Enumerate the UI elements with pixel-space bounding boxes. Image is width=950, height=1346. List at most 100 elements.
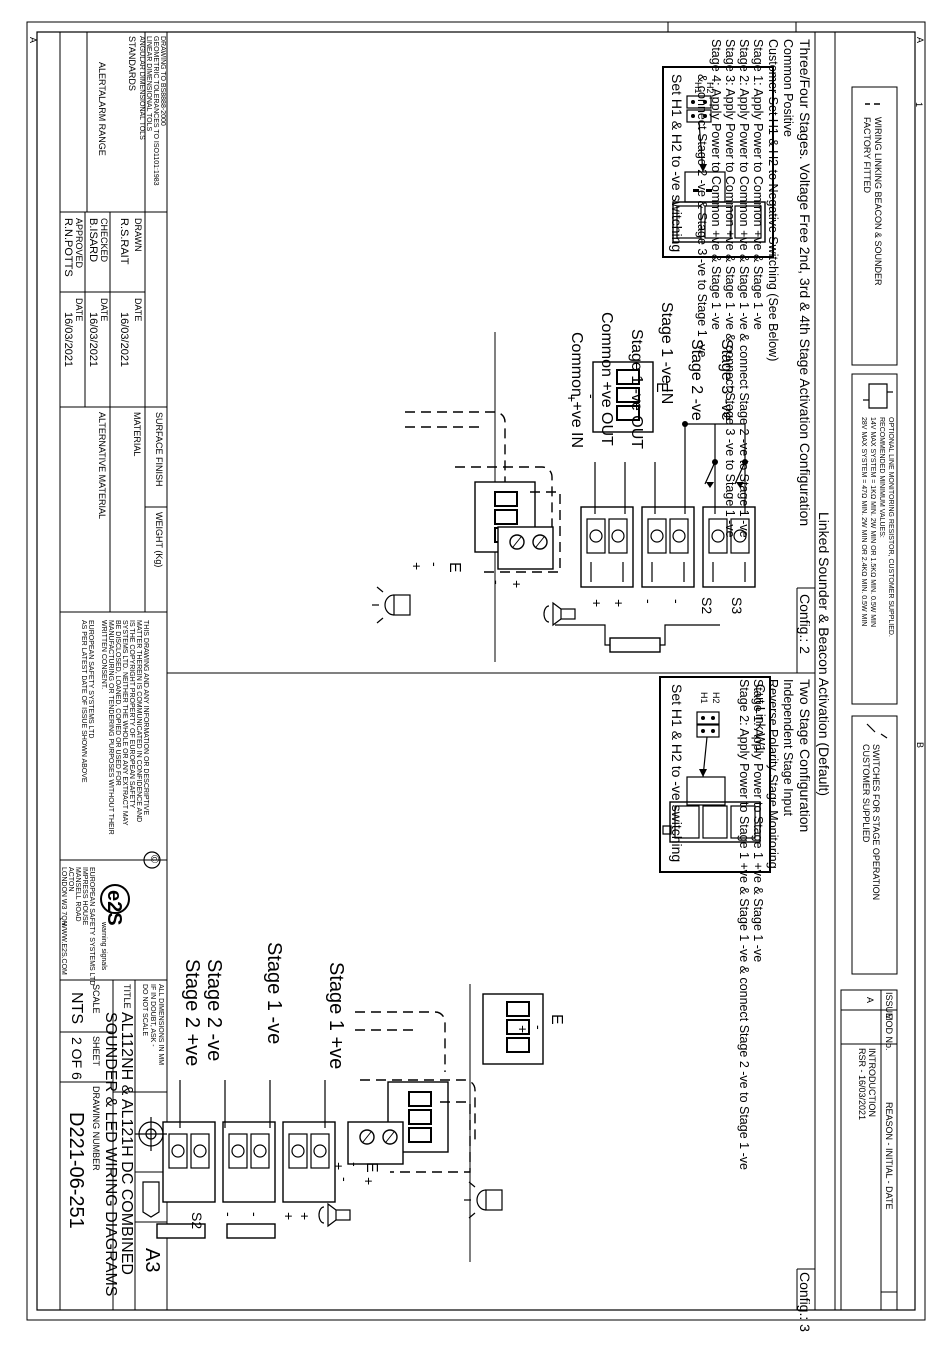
config3-line-1: Independent Stage Input (781, 679, 795, 816)
config3-terminal-stage2-minus: Stage 2 -ve (203, 959, 225, 1062)
copyright-line-3: IS THE COPYRIGHT PROPERTY OF EUROPEAN SA… (128, 620, 135, 809)
config2-plug-pin-minus: - (584, 394, 600, 399)
drawing-title-line-1: AL112NH & AL121H DC COMBINED (118, 1012, 135, 1275)
company-line-2: IMPRESS HOUSE (81, 867, 88, 926)
config2-line-2: Customer Set H1 & H2 to Negative Switchi… (766, 39, 780, 362)
copyright-symbol: © (148, 855, 160, 864)
config3-pin-minus-1: - (247, 1212, 263, 1217)
revision-reason: INTRODUCTION (867, 1048, 877, 1117)
revision-header-reason: REASON - INITIAL - DATE (884, 1102, 894, 1210)
config2-jumper-h1: H1 (693, 82, 703, 94)
config2-line-1: Common Positive (781, 39, 795, 137)
config2-pin-plus-1: + (589, 599, 605, 608)
company-line-3: MANSELL ROAD (74, 867, 81, 922)
checked-date: 16/03/2021 (87, 312, 99, 368)
config2-cable-pin-minus: - (489, 580, 505, 585)
config2-tag: Config.: 2 (797, 594, 813, 654)
config2-jumper-h2: H2 (705, 82, 715, 94)
approved-name: R.N.POTTS (62, 218, 74, 277)
config2-line-3: Stage 1: Apply Power to Common +ve & Sta… (751, 39, 765, 330)
drawn-date-label: DATE (133, 298, 143, 322)
copyright-line-8: EUROPEAN SAFETY SYSTEMS LTD (87, 620, 94, 739)
standards-line-4: ANGULAR DIMENSIONAL TOLS (138, 36, 145, 140)
config3-cable-pin-plus: + (361, 1177, 377, 1186)
config3-plug-pin-e: E (548, 1014, 565, 1025)
config3-pin-plus-1: + (281, 1212, 297, 1221)
checked-date-label: DATE (99, 298, 109, 322)
e2s-logo: e2S (103, 890, 125, 926)
title-label: TITLE (122, 984, 132, 1009)
config3-jumper-title: Set H1 & H2 to -ve switching (669, 684, 685, 863)
config2-pin-s3: S3 (729, 597, 745, 615)
weight-label: WEIGHT (Kg) (154, 512, 164, 568)
copyright-line-5: BE DISCLOSED, LOANED, COPIED OR USED FOR (114, 620, 121, 786)
approved-date: 16/03/2021 (62, 312, 74, 368)
scale-value: NTS (68, 992, 85, 1024)
config2-pin-minus-1: - (641, 599, 657, 604)
config3-title: Two Stage Configuration (797, 679, 813, 833)
config3-terminal-stage1-plus: Stage 1 +ve (325, 962, 347, 1070)
config2-pin-minus-2: - (669, 599, 685, 604)
sheet-value: 2 OF 6 (69, 1037, 85, 1080)
legend-wiring-sub: FACTORY FITTED (862, 117, 872, 194)
config2-terminal-stage2: Stage 2 -ve (688, 339, 705, 421)
legend-resistor-line-2: RECOMMENDED MINIMUM VALUES: (878, 417, 885, 538)
config3-diagram (156, 676, 771, 1239)
standards-line-2: GEOMETRIC TOLERANCES TO ISO1101:1983 (152, 36, 159, 186)
company-line-6: WWW.E2S.COM (60, 922, 67, 975)
drawing-number: D221-06-251 (65, 1112, 87, 1229)
dims-line-2: IF IN DOUBT, ASK - (149, 984, 156, 1047)
standards-line-1: DRAWING TO BS8888-2000 (159, 36, 166, 126)
copyright-line-7: WRITTEN CONSENT. (100, 620, 107, 690)
legend-wiring-label: WIRING LINKING BEACON & SOUNDER (873, 117, 883, 286)
range-label: ALERTALARM RANGE (97, 62, 107, 156)
company-line-4: ACTON (67, 867, 74, 892)
dims-line-3: DO NOT SCALE (141, 984, 148, 1036)
legend-symbols (863, 103, 893, 739)
drawing-number-label: DRAWING NUMBER (91, 1086, 101, 1171)
config3-plug-pin-plus: + (515, 1025, 531, 1034)
config3-line-4: Stage 2: Apply Power to Stage 1 +ve & St… (737, 679, 751, 1170)
approved-date-label: DATE (74, 298, 84, 322)
drawn-date: 16/03/2021 (118, 312, 130, 368)
linework (26, 21, 926, 1321)
rotated-drawing-frame: A B A 1 WIRING LINKING BEACON & SOUNDER … (25, 21, 926, 1332)
config2-beacon-pin-e: E (446, 562, 463, 573)
zone-letter-a-bottom: A (28, 37, 38, 44)
zone-letter-b: B (915, 742, 925, 749)
config3-cut-link: Cut Link W1 (753, 684, 767, 753)
main-title: Linked Sounder & Beacon Activation (Defa… (816, 512, 832, 797)
copyright-line-6: MANUFACTURING OR TENDERING PURPOSES WITH… (107, 620, 114, 835)
config2-pin-plus-2: + (611, 599, 627, 608)
material-label: MATERIAL (132, 412, 142, 457)
config2-line-7: & connect Stage 2 -ve & Stage 3 -ve to S… (695, 74, 709, 358)
config3-beacon-pin-plus: + (331, 1162, 347, 1171)
config3-beacon-pin-e: E (363, 1162, 380, 1173)
legend-switch-sub: CUSTOMER SUPPLIED (861, 744, 871, 843)
config2-plug-pin-plus: + (564, 394, 580, 403)
legend-resistor-line-1: OPTIONAL LINE MONITORING RESISTOR, CUSTO… (887, 417, 894, 637)
company-line-1: EUROPEAN SAFETY SYSTEMS LTD (88, 867, 95, 986)
config3-pin-plus-2: + (297, 1212, 313, 1221)
config3-plug-pin-minus: - (531, 1025, 547, 1030)
config2-title: Three/Four Stages. Voltage Free 2nd, 3rd… (797, 39, 813, 527)
copyright-line-4: SYSTEMS LTD. NEITHER THE WHOLE OR ANY EX… (121, 620, 128, 826)
alt-material-label: ALTERNATIVE MATERIAL (97, 412, 107, 520)
approved-label: APPROVED (74, 218, 84, 269)
config2-terminal-common-in: Common +ve IN (568, 332, 585, 449)
config3-jumper-h2: H2 (711, 692, 721, 704)
zone-number-1: 1 (914, 102, 924, 108)
drawn-name: R.S.RAIT (118, 218, 130, 265)
config3-beacon-pin-minus: - (347, 1162, 363, 1167)
revision-header-mod: MOD No. (884, 1013, 894, 1051)
sheet-size: A3 (141, 1248, 163, 1273)
config2-jumper-title: Set H1 & H2 to -ve switching (669, 74, 685, 253)
config2-terminal-common-out: Common +ve OUT (598, 312, 615, 446)
sheet-label: SHEET (91, 1036, 101, 1067)
config2-line-4: Stage 2: Apply Power to Common +ve & Sta… (737, 39, 751, 538)
legend-resistor-line-3: 14V MAX SYSTEM = 1KΩ MIN. 2W MIN OR 1.5K… (869, 417, 876, 628)
copyright-line-1: THIS DRAWING AND ANY INFORMATION OR DESC… (142, 620, 149, 816)
config2-terminal-stage3: Stage 3 -ve (718, 339, 735, 421)
config3-tag: Config.: 3 (797, 1272, 813, 1332)
